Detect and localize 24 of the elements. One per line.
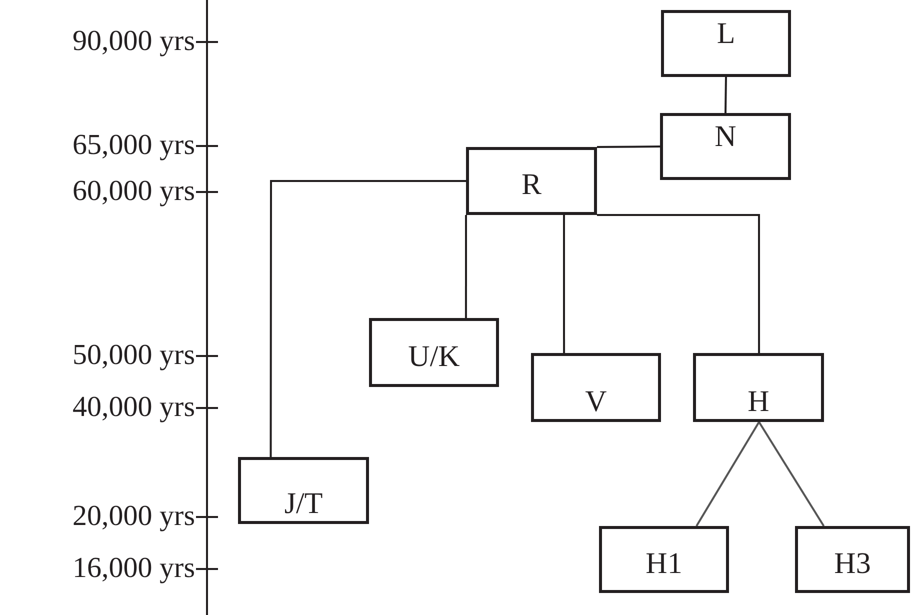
connector-line — [597, 146, 660, 148]
lineage-box: J/T — [238, 457, 369, 524]
connector-line — [464, 215, 467, 318]
lineage-box: L — [661, 10, 791, 77]
connector-line — [270, 180, 466, 457]
time-label: 20,000 yrs — [72, 500, 195, 532]
lineage-box: N — [660, 113, 791, 180]
lineage-box: H1 — [599, 526, 729, 593]
time-label: 65,000 yrs — [72, 129, 195, 161]
lineage-box: U/K — [369, 318, 499, 387]
connector-line — [597, 214, 760, 353]
lineage-box: H3 — [795, 526, 910, 593]
time-label: 40,000 yrs — [72, 391, 195, 423]
time-label: 50,000 yrs — [72, 339, 195, 371]
time-label: 90,000 yrs — [72, 25, 195, 57]
connector-line — [724, 76, 727, 114]
lineage-box: H — [693, 353, 824, 422]
connector-line — [696, 421, 760, 527]
lineage-box: R — [466, 147, 597, 215]
time-label: 60,000 yrs — [72, 175, 195, 207]
connector-line — [563, 215, 566, 353]
connector-line — [758, 421, 825, 527]
lineage-box: V — [531, 353, 661, 422]
time-label: 16,000 yrs — [72, 552, 195, 584]
